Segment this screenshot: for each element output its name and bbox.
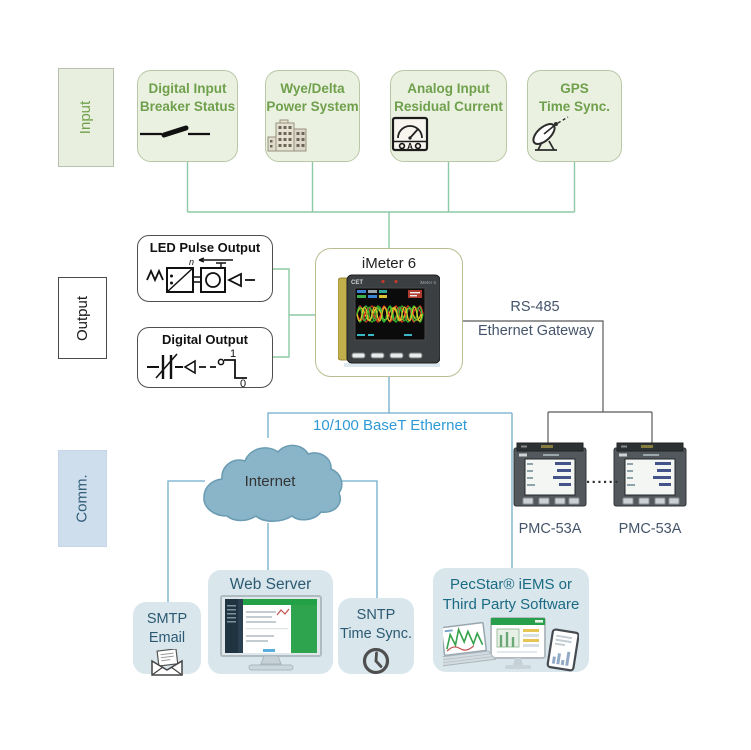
input-node-gps-time-sync: GPS Time Sync. [527, 70, 622, 162]
input-section-text: Input [77, 100, 95, 135]
gateway-label-ethernet-gateway: Ethernet Gateway [477, 323, 595, 339]
comm-section-text: Comm. [74, 474, 91, 523]
meter-letter: A [407, 142, 413, 151]
pmc-buttons [622, 497, 680, 505]
sntp-label: SNTP Time Sync. [340, 607, 412, 642]
satellite-dish-icon [532, 116, 569, 151]
ethernet-label: 10/100 BaseT Ethernet [313, 417, 467, 434]
input-node-label: Wye/Delta Power System [266, 81, 359, 114]
section-label-input: Input [58, 68, 114, 167]
pmc-label: PMC-53A [518, 521, 582, 537]
smtp-label: SMTP Email [146, 611, 188, 646]
pecstar-label: PecStar® iEMS or Third Party Software [442, 576, 580, 614]
output-node-digital-output: Digital Output 1 0 [137, 327, 273, 388]
output-bracket-lines [273, 268, 315, 358]
email-envelope-icon [151, 648, 183, 676]
input-node-label: Analog Input Residual Current [394, 81, 503, 114]
web-server-node: Web Server [208, 570, 333, 674]
section-label-output: Output [58, 277, 107, 359]
logic-low-label: 0 [240, 378, 246, 387]
input-node-residual-current: Analog Input Residual Current A [390, 70, 507, 162]
buildings-icon [267, 119, 307, 152]
pmc-label: PMC-53A [618, 521, 682, 537]
imeter-node: iMeter 6 CET iMeter 6 [315, 248, 463, 377]
laptop-image [443, 621, 497, 667]
input-node-label: GPS Time Sync. [538, 81, 611, 114]
led-pulse-symbol-icon: n [146, 257, 255, 293]
output-section-text: Output [74, 295, 91, 341]
input-node-breaker-status: Digital Input Breaker Status [137, 70, 238, 162]
pmc-device-image [613, 442, 687, 507]
analog-meter-icon: A [391, 116, 429, 152]
smtp-email-node: SMTP Email [133, 602, 201, 676]
ethernet-lines [167, 377, 513, 602]
input-bus-lines [186, 162, 576, 248]
pulse-count-annotation: n [189, 257, 194, 267]
internet-label: Internet [244, 473, 296, 490]
logic-high-label: 1 [230, 348, 236, 360]
imeter-title: iMeter 6 [361, 255, 417, 272]
input-node-power-system: Wye/Delta Power System [265, 70, 360, 162]
output-node-label: LED Pulse Output [149, 240, 261, 255]
web-server-label: Web Server [229, 576, 312, 593]
gateway-label-rs485: RS-485 [510, 299, 560, 315]
tablet-image [546, 627, 579, 671]
pmc-buttons [522, 497, 580, 505]
internet-cloud [203, 444, 343, 522]
imeter-device-image: CET iMeter 6 [338, 274, 440, 367]
pecstar-node: PecStar® iEMS or Third Party Software [433, 568, 589, 672]
software-devices-image [443, 616, 579, 671]
rs485-lines [463, 320, 653, 443]
meter-o-mark [398, 142, 406, 150]
device-model-text: iMeter 6 [420, 280, 437, 285]
meter-o-mark [414, 142, 422, 150]
web-server-monitor-image [219, 595, 322, 671]
breaker-switch-icon [140, 125, 210, 138]
output-node-label: Digital Output [162, 332, 248, 347]
pmc-device-image [513, 442, 587, 507]
input-node-label: Digital Input Breaker Status [139, 81, 236, 114]
device-buttons [351, 352, 423, 359]
pmc-ellipsis: ...... [586, 470, 621, 487]
device-brand-text: CET [351, 280, 363, 286]
sntp-node: SNTP Time Sync. [338, 598, 414, 674]
section-label-comm: Comm. [58, 450, 107, 547]
clock-icon [362, 647, 390, 674]
digital-output-symbol-icon: 1 0 [147, 348, 247, 387]
waveform-traces [356, 305, 424, 323]
output-node-led-pulse: LED Pulse Output n [137, 235, 273, 302]
